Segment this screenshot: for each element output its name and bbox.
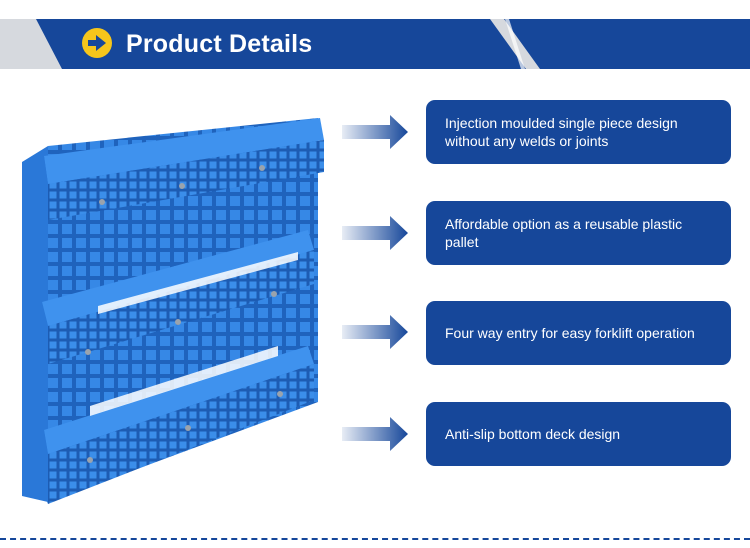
- feature-card-2: Affordable option as a reusable plastic …: [426, 201, 731, 265]
- feature-1-arrow-icon: [342, 115, 408, 149]
- feature-4-arrow-icon: [342, 417, 408, 451]
- feature-card-3: Four way entry for easy forklift operati…: [426, 301, 731, 365]
- feature-text-4: Anti-slip bottom deck design: [445, 426, 621, 442]
- feature-card-4: Anti-slip bottom deck design: [426, 402, 731, 466]
- feature-3-arrow-icon: [342, 315, 408, 349]
- pallet-image: [22, 118, 324, 504]
- feature-2-arrow-icon: [342, 216, 408, 250]
- feature-text-3: Four way entry for easy forklift operati…: [445, 325, 695, 341]
- feature-text-2: Affordable option as a reusable plastic …: [445, 216, 683, 250]
- page-title: Product Details: [126, 30, 313, 58]
- feature-text-1: Injection moulded single piece design wi…: [445, 115, 678, 149]
- footer-divider: [0, 538, 750, 540]
- header-left-accent: [0, 19, 62, 69]
- arrow-right-circle-icon: [82, 28, 112, 58]
- feature-card-1: Injection moulded single piece design wi…: [426, 100, 731, 164]
- header-bar: Product Details: [0, 19, 750, 69]
